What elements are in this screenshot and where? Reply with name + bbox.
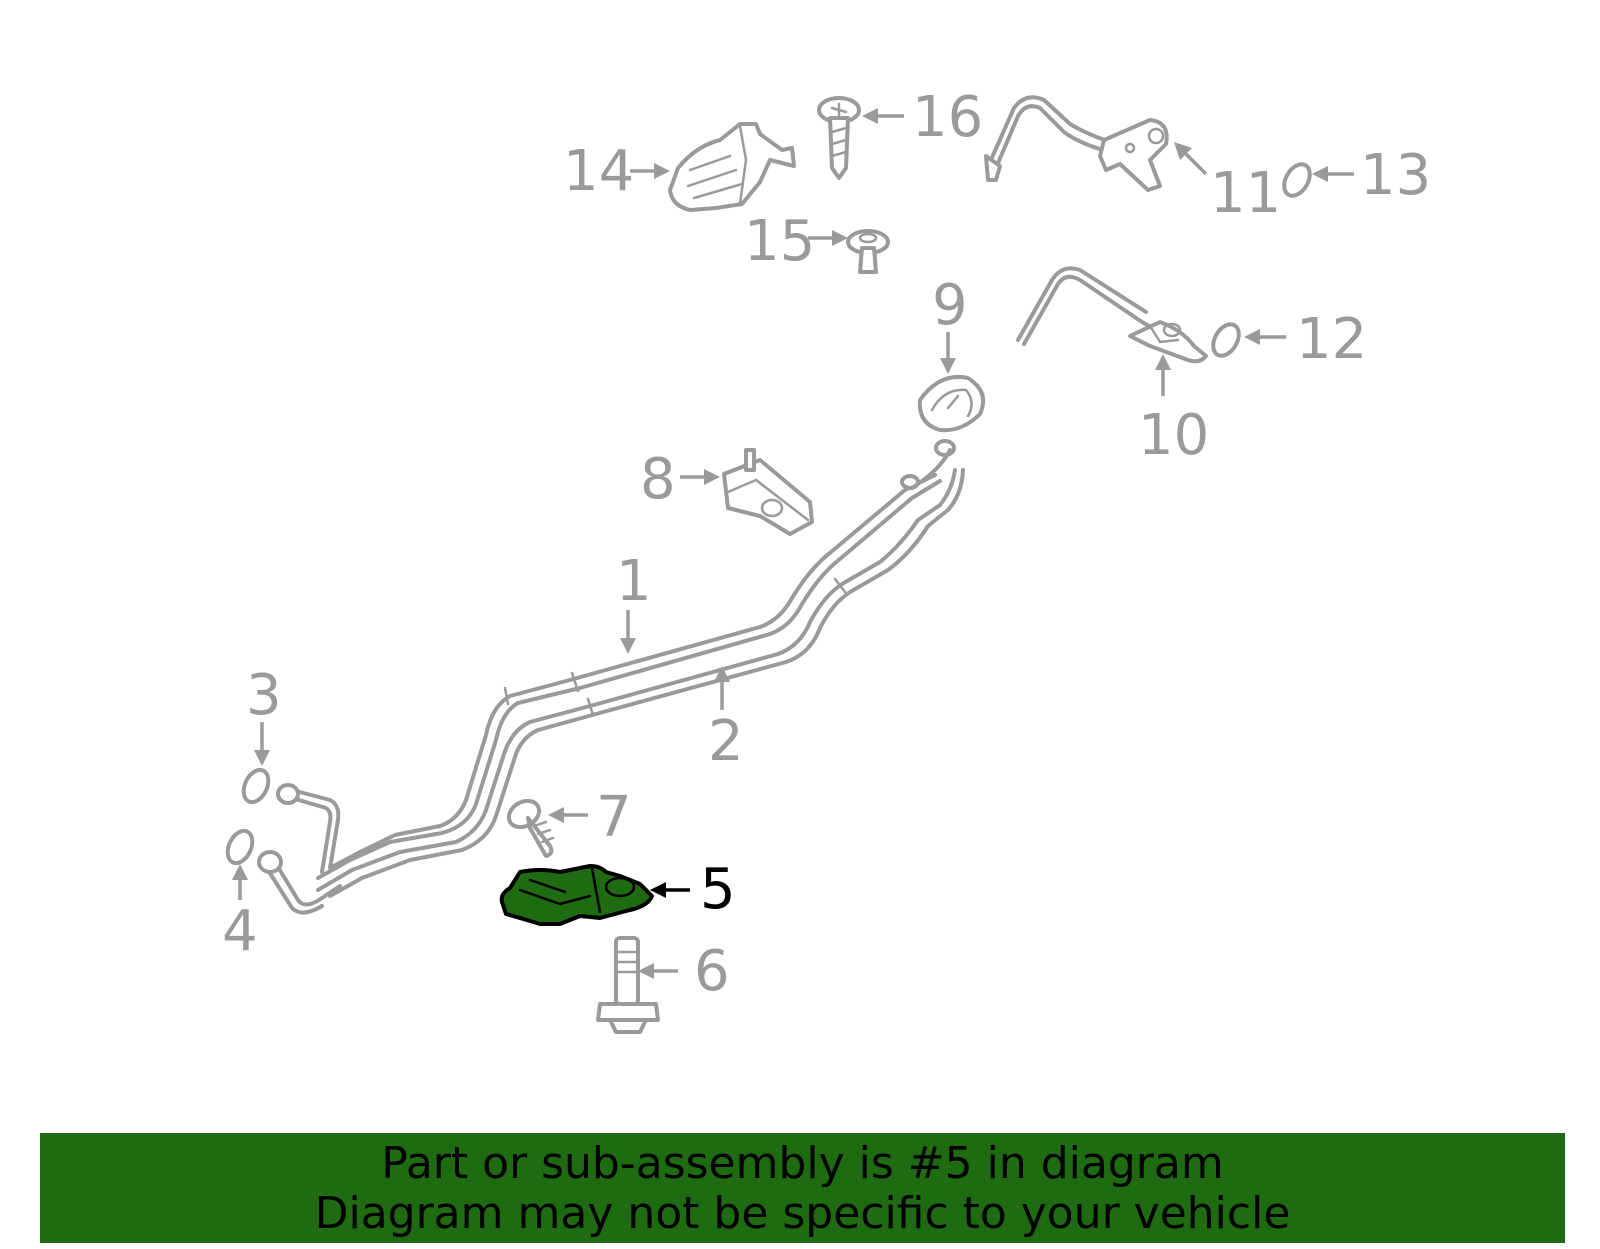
callout-3: 3 bbox=[246, 663, 282, 728]
vehicle-fit-banner: Part or sub-assembly is #5 in diagram Di… bbox=[40, 1133, 1565, 1243]
callout-16: 16 bbox=[912, 85, 983, 150]
part-16-screw bbox=[817, 96, 861, 180]
part-2-line bbox=[316, 468, 965, 898]
callout-4: 4 bbox=[222, 899, 258, 964]
part-8-block bbox=[722, 448, 814, 536]
callout-9: 9 bbox=[932, 273, 968, 338]
callout-12: 12 bbox=[1296, 307, 1367, 372]
part-15-clip bbox=[846, 229, 890, 274]
left-line-fittings bbox=[257, 783, 342, 915]
callout-15: 15 bbox=[744, 209, 815, 274]
part-11-line bbox=[984, 95, 1169, 192]
callout-14: 14 bbox=[563, 139, 634, 204]
callout-10: 10 bbox=[1138, 403, 1209, 468]
part-7-push-clip bbox=[506, 798, 555, 858]
part-6-bolt bbox=[596, 936, 660, 1034]
line-end-fitting-b bbox=[934, 439, 956, 457]
part-5-bracket-highlighted bbox=[499, 864, 654, 926]
part-10-line bbox=[1016, 266, 1208, 364]
line-upper-bend bbox=[910, 448, 952, 490]
callout-2: 2 bbox=[708, 709, 744, 774]
callout-11: 11 bbox=[1210, 161, 1281, 226]
banner-line-part-number: Part or sub-assembly is #5 in diagram bbox=[381, 1138, 1224, 1189]
leader-arrows bbox=[232, 108, 1354, 979]
callout-6: 6 bbox=[694, 939, 730, 1004]
part-9-grommet bbox=[917, 375, 985, 433]
banner-line-disclaimer: Diagram may not be specific to your vehi… bbox=[314, 1188, 1291, 1239]
part-14-heat-shield bbox=[668, 122, 796, 212]
part-13-o-ring bbox=[1282, 162, 1312, 198]
callout-8: 8 bbox=[640, 447, 676, 512]
callout-5: 5 bbox=[700, 857, 736, 922]
part-1-line bbox=[316, 473, 942, 880]
callout-7: 7 bbox=[596, 785, 632, 850]
callout-1: 1 bbox=[616, 549, 652, 614]
part-12-o-ring bbox=[1211, 322, 1241, 358]
part-4-o-ring bbox=[225, 828, 255, 866]
callout-13: 13 bbox=[1360, 143, 1431, 208]
part-3-o-ring bbox=[241, 767, 271, 805]
